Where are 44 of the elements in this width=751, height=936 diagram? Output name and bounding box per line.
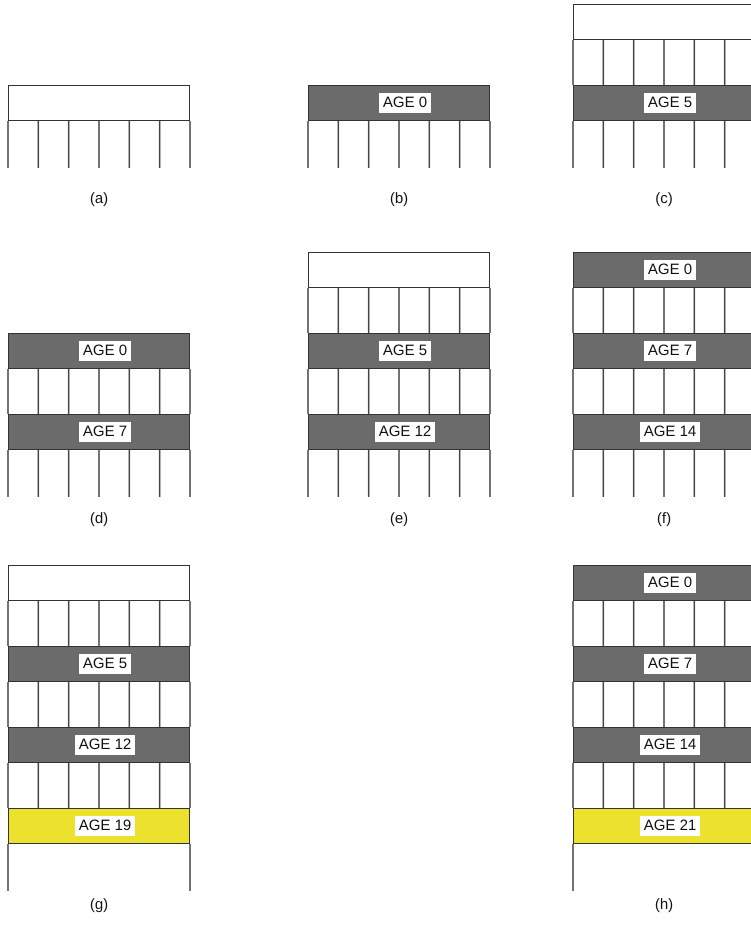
age-label: AGE 21 <box>640 816 700 836</box>
panel-label: (c) <box>655 190 673 207</box>
panel-label: (d) <box>90 510 108 527</box>
age-band <box>573 333 751 369</box>
age-label: AGE 12 <box>374 422 436 442</box>
age-band <box>573 85 751 121</box>
age-label: AGE 7 <box>644 341 696 361</box>
panel-label: (g) <box>90 896 108 913</box>
age-band <box>8 333 190 369</box>
age-label: AGE 0 <box>378 93 432 113</box>
age-label: AGE 12 <box>74 735 136 755</box>
panel-label: (f) <box>656 510 672 527</box>
age-label: AGE 14 <box>640 735 700 755</box>
panel-label: (a) <box>90 190 108 207</box>
age-label: AGE 14 <box>640 422 700 442</box>
age-label: AGE 0 <box>644 573 696 593</box>
age-band <box>573 727 751 763</box>
age-label: AGE 5 <box>644 93 696 113</box>
age-band <box>573 414 751 450</box>
age-band <box>8 727 190 763</box>
age-label: AGE 7 <box>78 422 132 442</box>
age-band <box>308 85 490 121</box>
age-band <box>573 808 751 844</box>
age-label: AGE 5 <box>378 341 432 361</box>
age-band <box>8 646 190 682</box>
empty-band <box>8 85 190 121</box>
age-label: AGE 5 <box>78 654 132 674</box>
age-band <box>308 333 490 369</box>
age-band <box>573 252 751 288</box>
age-label: AGE 19 <box>74 816 136 836</box>
panel-label: (h) <box>654 896 674 913</box>
age-label: AGE 7 <box>644 654 696 674</box>
age-band <box>8 414 190 450</box>
age-label: AGE 0 <box>78 341 132 361</box>
age-band <box>573 565 751 601</box>
age-band <box>573 646 751 682</box>
panel-label: (e) <box>390 510 408 527</box>
empty-band <box>308 252 490 288</box>
age-band <box>8 808 190 844</box>
age-band <box>308 414 490 450</box>
panel-label: (b) <box>390 190 408 207</box>
empty-band <box>573 4 751 40</box>
age-label: AGE 0 <box>644 260 696 280</box>
empty-band <box>8 565 190 601</box>
